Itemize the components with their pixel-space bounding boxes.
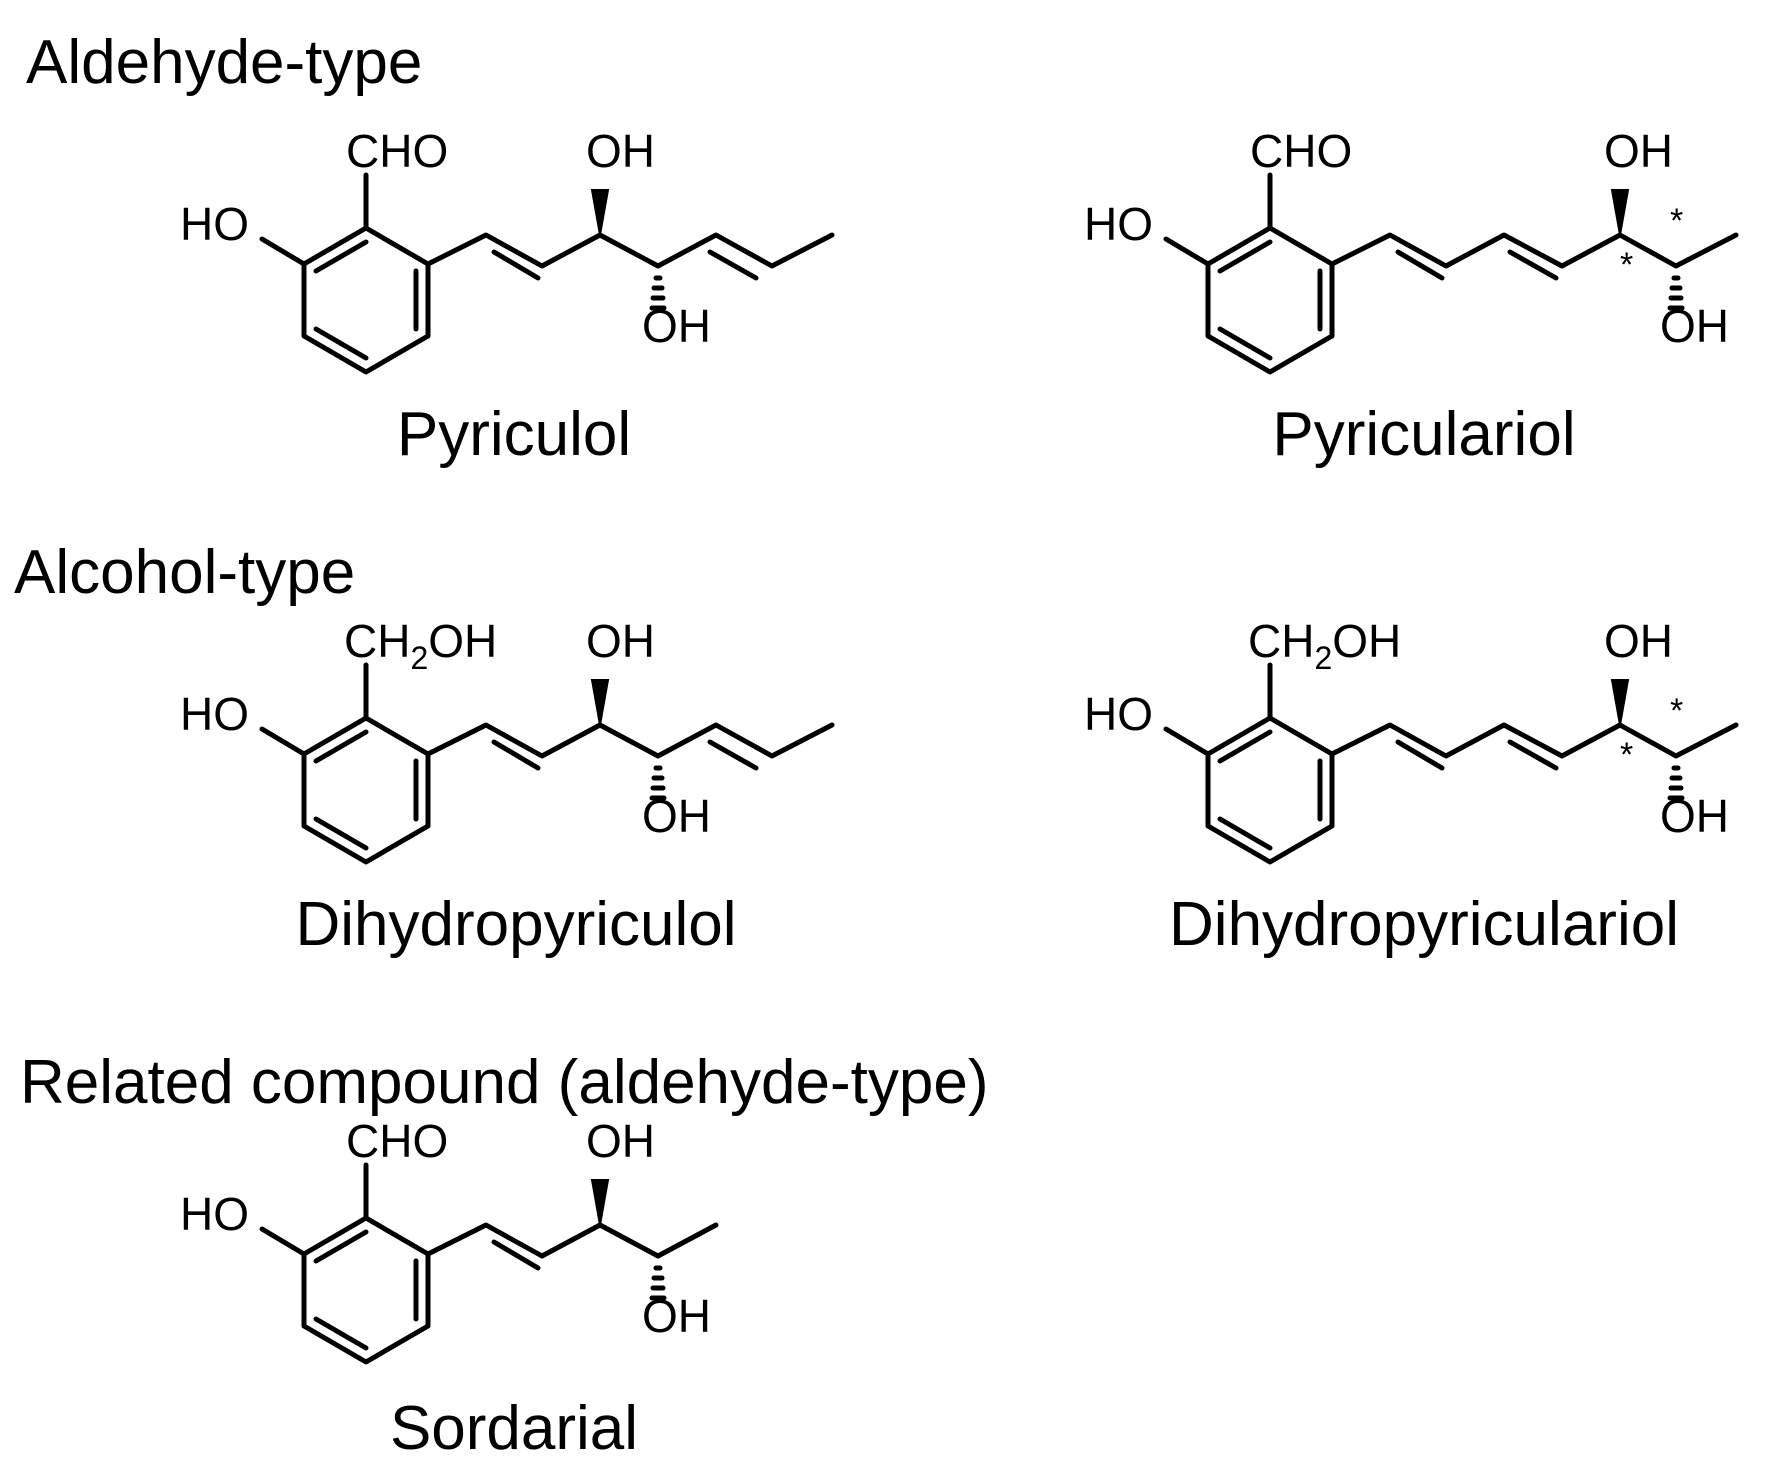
compound-name-pyriculariol: Pyriculariol — [1272, 400, 1576, 469]
stereo-mark: * — [1670, 202, 1683, 240]
compound-name-pyriculol: Pyriculol — [396, 400, 632, 469]
hydroxy-bottom-label: OH — [642, 790, 711, 842]
hydroxy-bottom-label: OH — [642, 1290, 711, 1342]
hydroxy-top-label: OH — [586, 615, 655, 667]
hashed-wedge — [1667, 275, 1685, 311]
compound-name-dihydropyriculol: Dihydropyriculol — [295, 890, 737, 959]
hydroxy-top-label: OH — [586, 1115, 655, 1167]
hydroxy-bottom-label: OH — [1660, 300, 1729, 352]
benzene-ring — [262, 665, 428, 862]
hydroxy-label: HO — [180, 1188, 249, 1240]
hydroxymethyl-label: CH2OH — [344, 615, 497, 676]
hydroxy-top-label: OH — [1604, 615, 1673, 667]
section-heading-related: Related compound (aldehyde-type) — [20, 1048, 989, 1117]
benzene-ring — [262, 1165, 428, 1362]
benzene-ring — [262, 175, 428, 372]
stereo-mark: * — [1620, 246, 1633, 284]
structure-dihydropyriculol: HO CH2OH OH OH — [180, 615, 835, 862]
hydroxy-label: HO — [180, 688, 249, 740]
structure-dihydropyriculariol: HO CH2OH OH OH * * — [1084, 615, 1739, 862]
hashed-wedge — [649, 275, 667, 311]
hydroxy-bottom-label: OH — [1660, 790, 1729, 842]
section-heading-aldehyde: Aldehyde-type — [26, 28, 423, 97]
hydroxy-label: HO — [180, 198, 249, 250]
benzene-ring — [1166, 665, 1332, 862]
stereo-mark: * — [1620, 736, 1633, 774]
section-heading-alcohol: Alcohol-type — [14, 538, 356, 607]
benzene-ring — [1166, 175, 1332, 372]
hydroxy-top-label: OH — [1604, 125, 1673, 177]
hashed-wedge — [649, 1265, 667, 1301]
hydroxy-label: HO — [1084, 198, 1153, 250]
aldehyde-label: CHO — [346, 1115, 448, 1167]
hydroxy-bottom-label: OH — [642, 300, 711, 352]
structure-pyriculol: HO CHO OH OH — [180, 125, 835, 372]
compound-name-sordarial: Sordarial — [389, 1394, 639, 1463]
aldehyde-label: CHO — [1250, 125, 1352, 177]
structure-sordarial: HO CHO OH OH — [180, 1115, 719, 1362]
stereo-mark: * — [1670, 692, 1683, 730]
compound-name-dihydropyriculariol: Dihydropyriculariol — [1169, 890, 1679, 959]
hashed-wedge — [649, 765, 667, 801]
hydroxymethyl-label: CH2OH — [1248, 615, 1401, 676]
aldehyde-label: CHO — [346, 125, 448, 177]
hashed-wedge — [1667, 765, 1685, 801]
hydroxy-label: HO — [1084, 688, 1153, 740]
hydroxy-top-label: OH — [586, 125, 655, 177]
structure-pyriculariol: HO CHO OH OH * * — [1084, 125, 1739, 372]
